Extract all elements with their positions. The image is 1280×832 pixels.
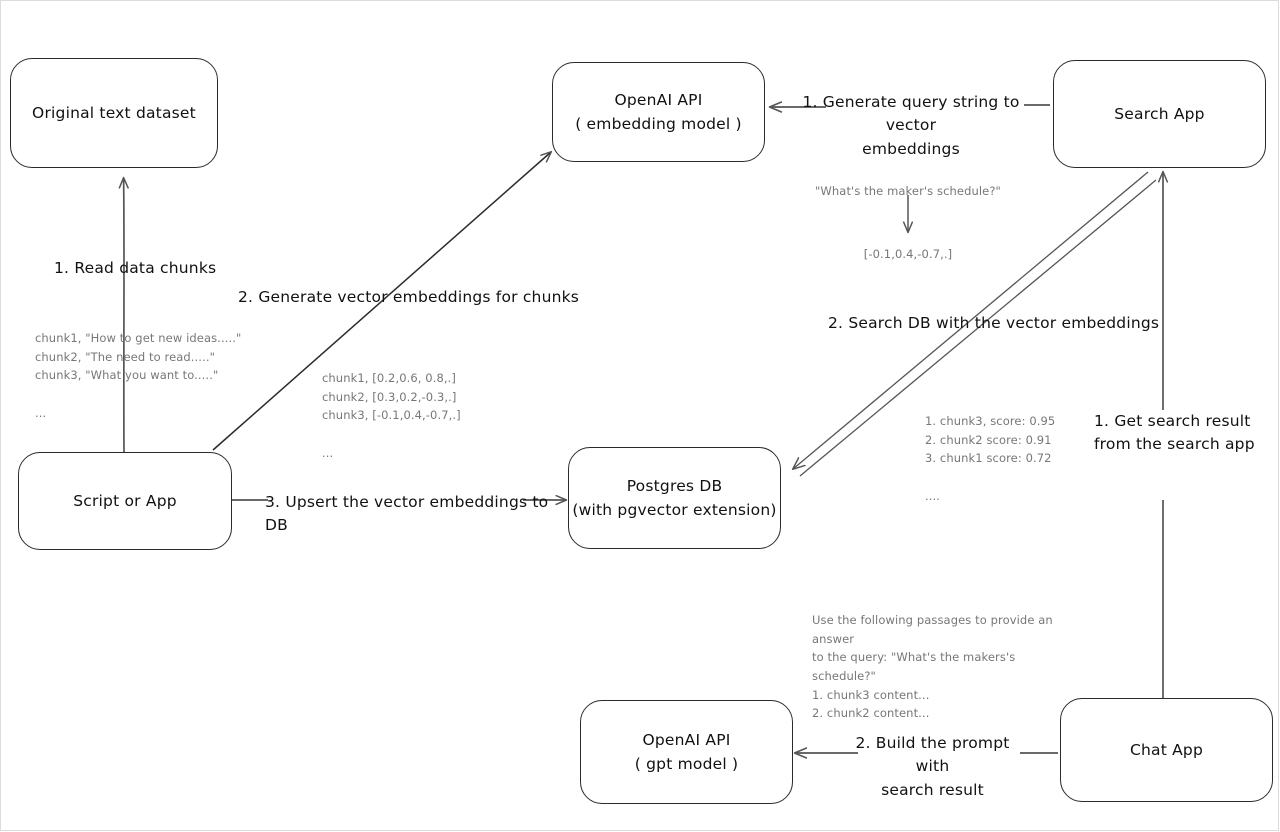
node-openai-gpt-model-label: OpenAI API ( gpt model ) bbox=[634, 730, 739, 773]
node-script-or-app[interactable]: Script or App bbox=[18, 452, 232, 550]
annotation-prompt-text: Use the following passages to provide an… bbox=[812, 613, 1053, 721]
label-build-prompt: 2. Build the prompt with search result bbox=[855, 734, 1010, 799]
label-get-search-result: 1. Get search result from the search app bbox=[1094, 412, 1255, 454]
node-original-text-dataset-label: Original text dataset bbox=[32, 103, 196, 122]
annotation-query-string: "What's the maker's schedule?" bbox=[815, 184, 1001, 198]
label-upsert-to-db: 3. Upsert the vector embeddings to DB bbox=[265, 493, 549, 535]
node-openai-embedding-model[interactable]: OpenAI API ( embedding model ) bbox=[552, 62, 765, 162]
annotation-search-results: 1. chunk3, score: 0.95 2. chunk2 score: … bbox=[925, 414, 1056, 503]
node-original-text-dataset[interactable]: Original text dataset bbox=[10, 58, 218, 168]
node-search-app-label: Search App bbox=[1114, 104, 1205, 123]
arrow-search-db bbox=[793, 171, 1157, 477]
annotation-source-chunks: chunk1, "How to get new ideas....." chun… bbox=[35, 331, 242, 420]
annotation-query-embedding: [-0.1,0.4,-0.7,.] bbox=[863, 247, 953, 261]
node-search-app[interactable]: Search App bbox=[1053, 60, 1266, 168]
label-read-data-chunks: 1. Read data chunks bbox=[54, 259, 217, 277]
arrow-generate-query-embeddings bbox=[770, 105, 1050, 107]
node-openai-gpt-model[interactable]: OpenAI API ( gpt model ) bbox=[580, 700, 793, 804]
label-generate-query-embeddings: 1. Generate query string to vector embed… bbox=[802, 93, 1020, 158]
node-chat-app-label: Chat App bbox=[1129, 740, 1204, 759]
node-openai-embedding-model-label: OpenAI API ( embedding model ) bbox=[575, 90, 742, 133]
node-chat-app[interactable]: Chat App bbox=[1060, 698, 1273, 802]
node-postgres-db-label: Postgres DB (with pgvector extension) bbox=[572, 476, 777, 519]
node-script-or-app-label: Script or App bbox=[73, 491, 177, 510]
arrow-generate-vector-embeddings bbox=[212, 152, 551, 451]
label-search-db: 2. Search DB with the vector embeddings bbox=[828, 314, 1160, 332]
node-postgres-db[interactable]: Postgres DB (with pgvector extension) bbox=[568, 447, 781, 549]
label-generate-vector-embeddings: 2. Generate vector embeddings for chunks bbox=[238, 288, 580, 306]
annotation-chunk-embeddings: chunk1, [0.2,0.6, 0.8,.] chunk2, [0.3,0.… bbox=[322, 371, 461, 460]
